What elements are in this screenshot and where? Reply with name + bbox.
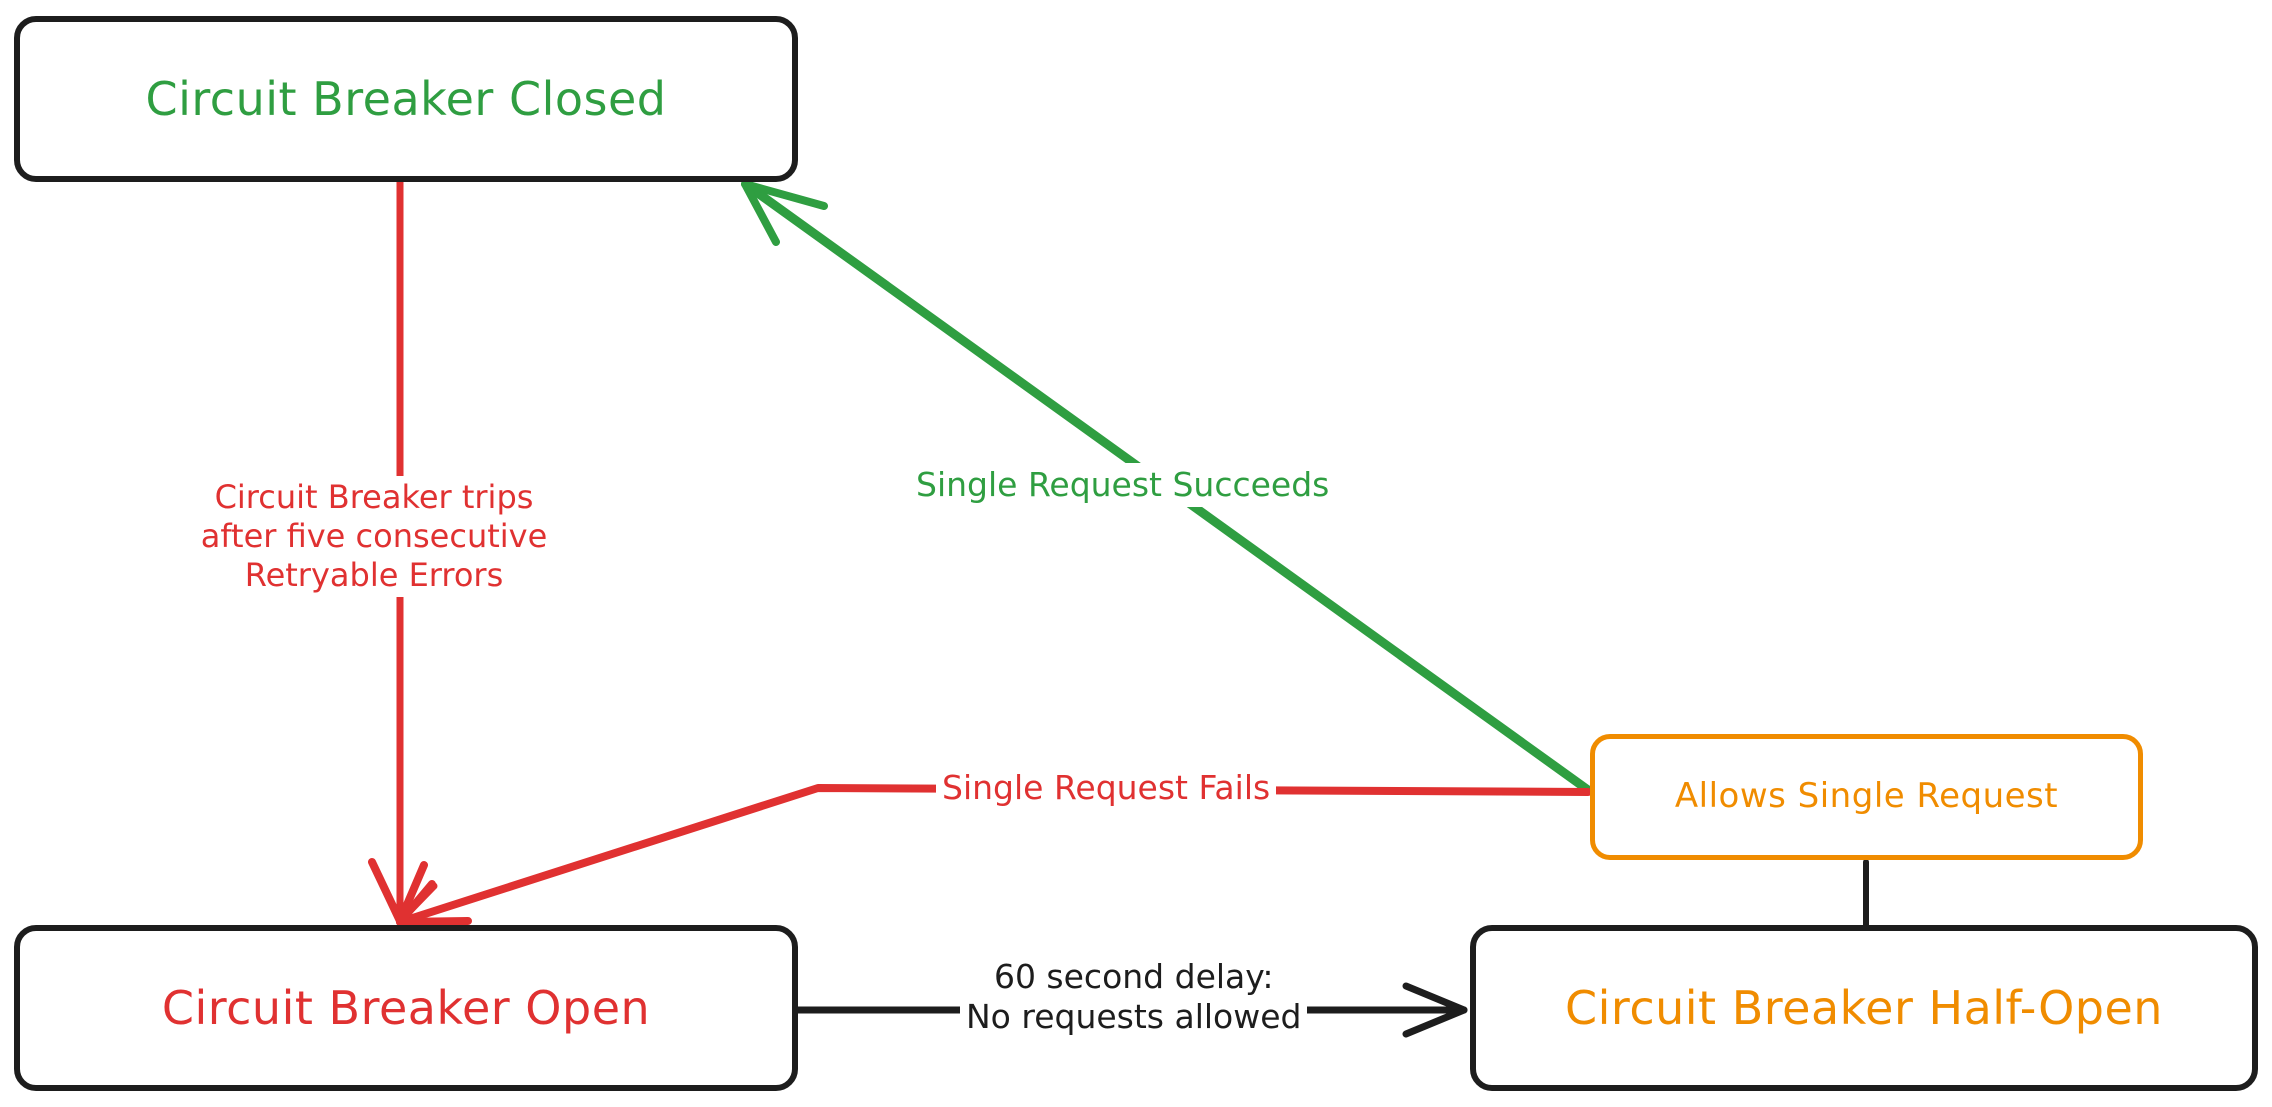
state-node-label: Circuit Breaker Half-Open xyxy=(1565,980,2163,1035)
state-node-allows-single-request[interactable]: Allows Single Request xyxy=(1590,734,2143,860)
edge-label-60-second-delay: 60 second delay: No requests allowed xyxy=(960,955,1308,1040)
state-node-label: Circuit Breaker Open xyxy=(161,980,651,1035)
edge-label-single-request-succeeds: Single Request Succeeds xyxy=(910,463,1336,508)
edge-label-circuit-breaker-trips: Circuit Breaker trips after five consecu… xyxy=(168,476,580,598)
edge-label-line: Circuit Breaker trips xyxy=(214,478,534,516)
state-node-label: Allows Single Request xyxy=(1674,776,2059,817)
state-node-circuit-breaker-half-open[interactable]: Circuit Breaker Half-Open xyxy=(1470,925,2258,1091)
edge-label-line: Retryable Errors xyxy=(244,556,504,595)
state-node-circuit-breaker-open[interactable]: Circuit Breaker Open xyxy=(14,925,798,1091)
edge-label-line: 60 second delay: xyxy=(993,957,1274,996)
edge-label-line: after five consecutive xyxy=(200,517,548,556)
edge-label-single-request-fails: Single Request Fails xyxy=(936,766,1277,811)
state-node-circuit-breaker-closed[interactable]: Circuit Breaker Closed xyxy=(14,16,798,182)
edge-label-line: No requests allowed xyxy=(966,997,1302,1037)
state-node-label: Circuit Breaker Closed xyxy=(145,71,667,126)
edge-allows-to-open xyxy=(396,784,1592,926)
